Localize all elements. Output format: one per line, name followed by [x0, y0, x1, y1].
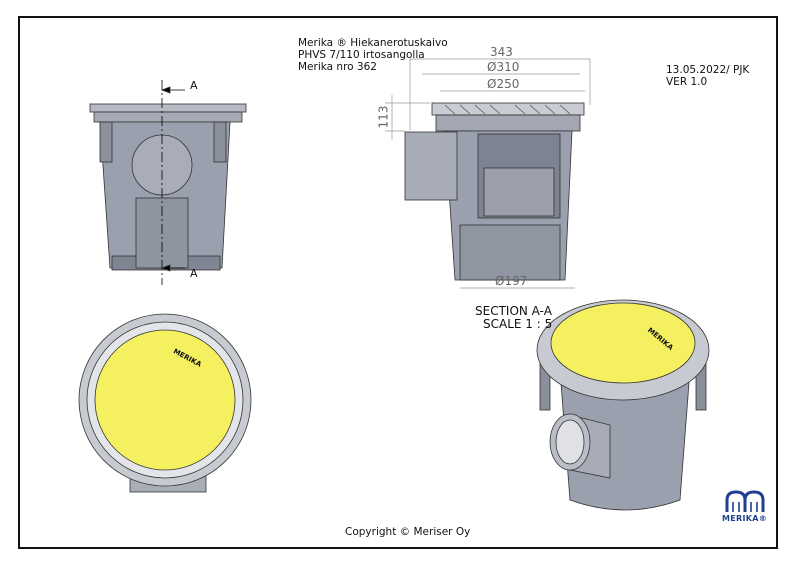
- drawing-frame: [18, 16, 778, 549]
- title-line-2: PHVS 7/110 irtosangolla: [298, 49, 425, 61]
- dim-d197: Ø197: [495, 274, 528, 288]
- section-view: [385, 58, 591, 289]
- section-scale: SCALE 1 : 5: [483, 317, 553, 331]
- section-label: SECTION A-A: [475, 304, 552, 318]
- revision-version: VER 1.0: [666, 76, 708, 88]
- dim-overall: 343: [490, 45, 513, 59]
- dim-height: 113: [376, 105, 391, 129]
- revision-date: 13.05.2022/ PJK: [666, 64, 750, 76]
- logo-text: MERIKA®: [722, 514, 768, 523]
- iso-view: [536, 299, 710, 511]
- dim-d250: Ø250: [487, 77, 520, 91]
- dim-d310: Ø310: [487, 60, 520, 74]
- title-line-3: Merika nro 362: [298, 61, 377, 73]
- top-view: [78, 313, 252, 493]
- section-marker-bottom: A: [190, 267, 198, 280]
- title-line-1: Merika ® Hiekanerotuskaivo: [298, 37, 448, 49]
- section-marker-top: A: [190, 79, 198, 92]
- front-view: [89, 80, 247, 285]
- copyright: Copyright © Meriser Oy: [345, 526, 471, 538]
- merika-logo: [725, 490, 765, 512]
